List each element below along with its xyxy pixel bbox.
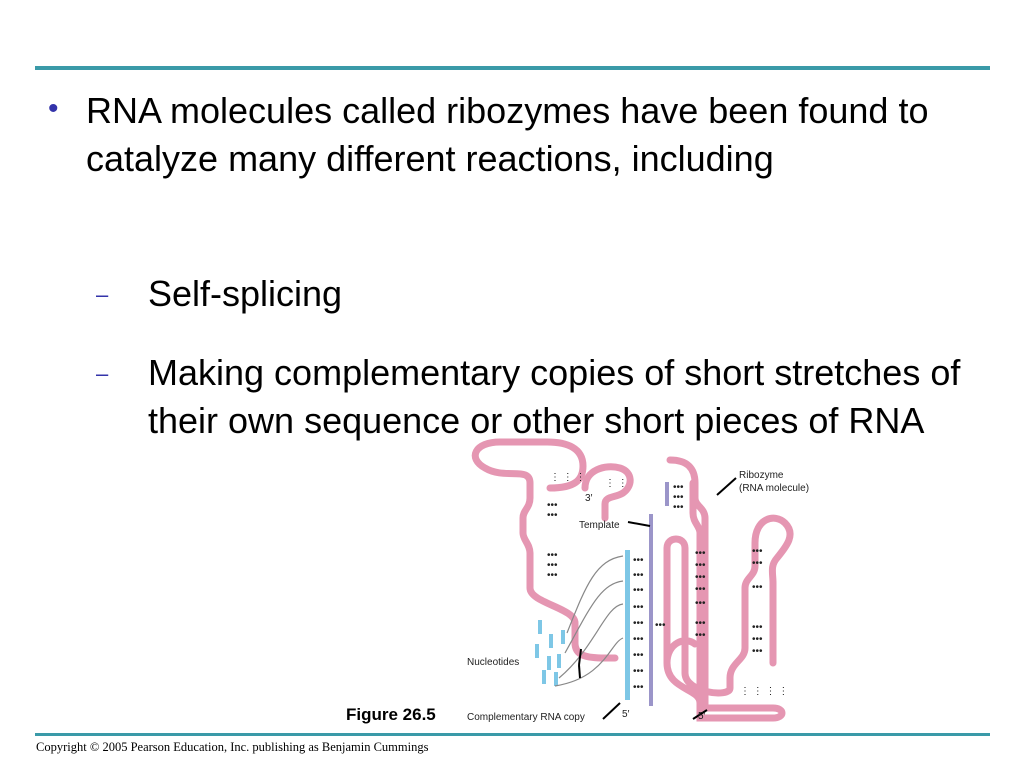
- svg-text:⋮ ⋮: ⋮ ⋮: [605, 478, 628, 489]
- sub-bullet-self-splicing: Self-splicing: [148, 273, 343, 314]
- svg-text:•••: •••: [633, 666, 644, 677]
- svg-text:•••: •••: [633, 570, 644, 581]
- svg-text:•••: •••: [633, 634, 644, 645]
- ribozyme-label: Ribozyme: [739, 470, 784, 481]
- bottom-rule: [35, 733, 990, 736]
- complementary-pair-marks: ••• ••• ••• ••• ••• ••• ••• ••• •••: [633, 555, 644, 693]
- ribozyme-diagram: ⋮ ⋮ ⋮ ••• ••• ••• ••• ••• ⋮ ⋮ ••• ••• ••…: [467, 438, 809, 723]
- copyright-footer: Copyright © 2005 Pearson Education, Inc.…: [36, 740, 429, 754]
- svg-text:•••: •••: [673, 482, 684, 493]
- svg-text:•••: •••: [547, 570, 558, 581]
- rna-center-arm: [666, 456, 786, 722]
- svg-text:•••: •••: [633, 650, 644, 661]
- ribozyme-sublabel: (RNA molecule): [739, 483, 809, 494]
- complementary-copy-label: Complementary RNA copy: [467, 712, 585, 723]
- svg-text:•••: •••: [752, 558, 763, 569]
- svg-text:•••: •••: [695, 630, 706, 641]
- svg-text:•••: •••: [695, 618, 706, 629]
- dash-marker: –: [96, 282, 109, 307]
- svg-text:•••: •••: [633, 618, 644, 629]
- svg-text:•••: •••: [673, 502, 684, 513]
- free-nucleotides: [535, 620, 565, 686]
- dash-marker: –: [96, 361, 109, 386]
- template-label: Template: [579, 520, 620, 531]
- svg-text:•••: •••: [752, 646, 763, 657]
- svg-text:•••: •••: [673, 492, 684, 503]
- five-prime-label-ribozyme: 5′: [698, 711, 706, 722]
- svg-text:•••: •••: [655, 620, 666, 631]
- top-rule: [35, 66, 990, 70]
- svg-text:⋮ ⋮ ⋮ ⋮: ⋮ ⋮ ⋮ ⋮: [740, 686, 788, 697]
- base-pair-marks: ⋮ ⋮ ⋮ ••• ••• ••• ••• ••• ⋮ ⋮ ••• ••• ••…: [547, 472, 788, 697]
- svg-text:⋮ ⋮ ⋮: ⋮ ⋮ ⋮: [550, 472, 586, 483]
- rna-small-loop: [581, 463, 634, 522]
- svg-text:•••: •••: [547, 560, 558, 571]
- svg-text:•••: •••: [547, 550, 558, 561]
- figure-caption: Figure 26.5: [346, 705, 436, 724]
- svg-text:•••: •••: [633, 602, 644, 613]
- nucleotides-label: Nucleotides: [467, 657, 519, 668]
- three-prime-label: 3′: [585, 493, 593, 504]
- svg-text:•••: •••: [695, 548, 706, 559]
- svg-text:•••: •••: [752, 582, 763, 593]
- svg-text:•••: •••: [752, 622, 763, 633]
- svg-text:•••: •••: [633, 682, 644, 693]
- rna-left-arm: [471, 438, 619, 662]
- complementary-rna-copy: [625, 550, 630, 700]
- svg-text:•••: •••: [547, 510, 558, 521]
- main-bullet-text: RNA molecules called ribozymes have been…: [86, 90, 929, 179]
- rna-right-arm: [663, 514, 794, 712]
- label-leaders: [578, 477, 737, 720]
- bullet-marker: •: [48, 92, 59, 125]
- svg-text:•••: •••: [547, 500, 558, 511]
- template-strand-segment: [665, 482, 669, 506]
- ribozyme-rna-strand: [471, 438, 794, 722]
- svg-text:•••: •••: [695, 584, 706, 595]
- sub-bullet-complementary-copies: Making complementary copies of short str…: [148, 352, 961, 441]
- svg-text:•••: •••: [633, 585, 644, 596]
- nucleotide-arrows: [554, 555, 624, 687]
- template-strand: [649, 514, 653, 706]
- svg-text:•••: •••: [752, 546, 763, 557]
- svg-text:•••: •••: [752, 634, 763, 645]
- svg-text:•••: •••: [633, 555, 644, 566]
- svg-text:•••: •••: [695, 598, 706, 609]
- svg-text:•••: •••: [695, 572, 706, 583]
- svg-text:•••: •••: [695, 560, 706, 571]
- five-prime-label-copy: 5′: [622, 709, 630, 720]
